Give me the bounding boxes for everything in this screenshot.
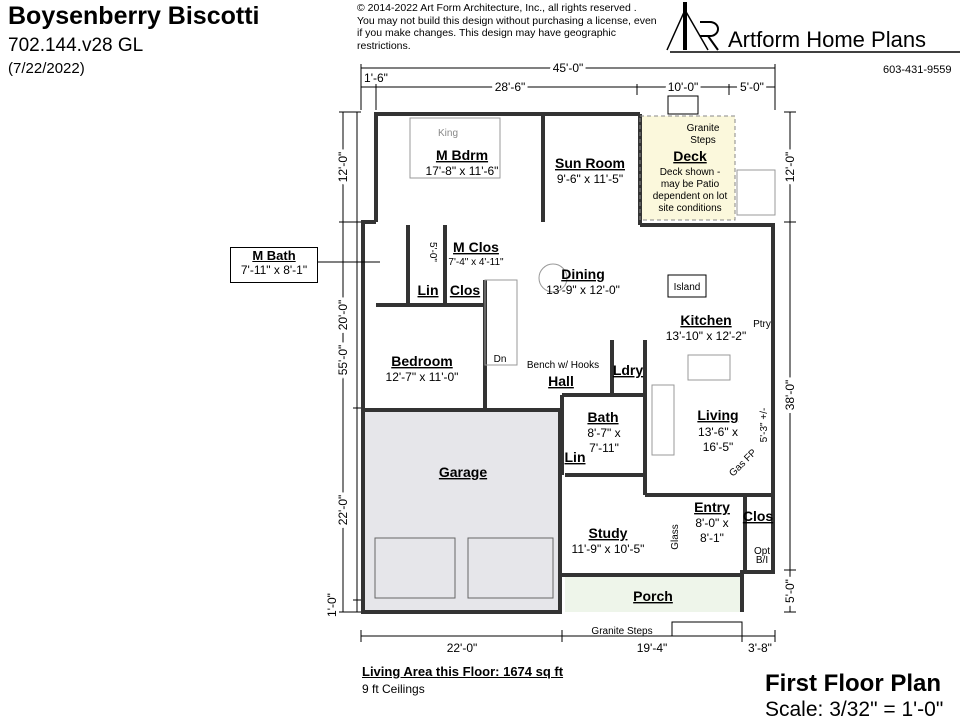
room-study-name: Study bbox=[589, 525, 628, 541]
room-bath-name: Bath bbox=[587, 409, 618, 425]
dim-right-c: 5'-0" bbox=[783, 579, 797, 603]
pantry-label: Ptry bbox=[753, 319, 771, 330]
dim-right-b: 38'-0" bbox=[783, 380, 797, 411]
room-bath-size-2: 7'-11" bbox=[589, 441, 619, 455]
room-mclos-size: 7'-4" x 4'-11" bbox=[448, 257, 504, 268]
room-entry-size-1: 8'-0" x bbox=[695, 516, 728, 530]
dim-top-b: 28'-6" bbox=[495, 80, 526, 94]
dim-bottom-a: 22'-0" bbox=[447, 641, 478, 655]
garage-area bbox=[365, 410, 560, 612]
room-mbath-size: 7'-11" x 8'-1" bbox=[240, 263, 308, 277]
stairs-down-label: Dn bbox=[494, 354, 507, 365]
room-lin-2: Lin bbox=[565, 449, 586, 465]
shower-dim: 5'-0" bbox=[427, 242, 438, 262]
room-labels: King M Bdrm 17'-8" x 11'-6" Sun Room 9'-… bbox=[386, 123, 774, 637]
room-entry-name: Entry bbox=[694, 499, 730, 515]
glass-door-label: Glass bbox=[670, 524, 681, 550]
opt-bi-1: Opt bbox=[754, 546, 770, 557]
deck-note-1: Deck shown - bbox=[660, 167, 721, 178]
porch-steps-label: Granite Steps bbox=[591, 626, 652, 637]
room-lin-1: Lin bbox=[418, 282, 439, 298]
furniture bbox=[374, 95, 776, 637]
ceiling-height: 9 ft Ceilings bbox=[362, 682, 425, 696]
dim-top-a: 1'-6" bbox=[364, 71, 388, 85]
room-ldry: Ldry bbox=[613, 362, 644, 378]
room-kitchen-size: 13'-10" x 12'-2" bbox=[666, 329, 746, 343]
model-number: 702.144.v28 GL bbox=[8, 35, 144, 56]
dim-bottom-b: 19'-4" bbox=[637, 641, 668, 655]
living-area: Living Area this Floor: 1674 sq ft bbox=[362, 664, 564, 679]
phone-number: 603-431-9559 bbox=[883, 64, 952, 76]
room-mbdrm-name: M Bdrm bbox=[436, 147, 488, 163]
plan-title: Boysenberry Biscotti bbox=[8, 2, 260, 30]
room-hall-name: Hall bbox=[548, 373, 574, 389]
room-sunroom-size: 9'-6" x 11'-5" bbox=[557, 172, 623, 186]
room-living-size-1: 13'-6" x bbox=[698, 425, 738, 439]
deck-outline bbox=[639, 115, 736, 221]
room-dining-size: 13'-9" x 12'-0" bbox=[546, 283, 620, 297]
island-label: Island bbox=[674, 282, 701, 293]
plan-scale: Scale: 3/32" = 1'-0" bbox=[765, 698, 944, 721]
walls bbox=[361, 112, 775, 614]
brand-name: Artform Home Plans bbox=[728, 27, 927, 52]
deck-steps-2: Steps bbox=[690, 135, 716, 146]
deck-note-3: dependent on lot bbox=[653, 191, 728, 202]
dim-top-c: 10'-0" bbox=[668, 80, 699, 94]
fp-dim: 5'-3" +/- bbox=[759, 408, 770, 443]
dimension-labels: 45'-0" 1'-6" 28'-6" 10'-0" 5'-0" 22'-0" … bbox=[325, 58, 800, 655]
room-clos-1: Clos bbox=[450, 282, 481, 298]
room-mclos-name: M Clos bbox=[453, 239, 499, 255]
dim-left-a: 12'-0" bbox=[336, 152, 350, 183]
room-living-name: Living bbox=[697, 407, 738, 423]
dim-right-a: 12'-0" bbox=[783, 152, 797, 183]
room-sunroom-name: Sun Room bbox=[555, 155, 625, 171]
deck-area bbox=[640, 116, 735, 220]
mbath-callout: M Bath 7'-11" x 8'-1" bbox=[230, 247, 318, 283]
dim-left-c: 22'-0" bbox=[336, 495, 350, 526]
deck-note-2: may be Patio bbox=[661, 179, 720, 190]
room-study-size: 11'-9" x 10'-5" bbox=[572, 542, 645, 556]
room-deck-name: Deck bbox=[673, 148, 707, 164]
opt-bi-2: B/I bbox=[756, 555, 768, 566]
dim-bottom-c: 3'-8" bbox=[748, 641, 772, 655]
dim-left-d: 1'-0" bbox=[325, 593, 339, 617]
room-mbdrm-size: 17'-8" x 11'-6" bbox=[426, 164, 499, 178]
dim-top-total: 45'-0" bbox=[553, 61, 584, 75]
room-living-size-2: 16'-5" bbox=[703, 440, 734, 454]
room-porch-name: Porch bbox=[633, 588, 673, 604]
room-kitchen-name: Kitchen bbox=[680, 312, 731, 328]
bed-label: King bbox=[438, 128, 458, 139]
bench-label: Bench w/ Hooks bbox=[527, 360, 599, 371]
room-bath-size-1: 8'-7" x bbox=[587, 426, 620, 440]
room-bedroom-size: 12'-7" x 11'-0" bbox=[386, 370, 459, 384]
room-garage-name: Garage bbox=[439, 464, 487, 480]
plan-date: (7/22/2022) bbox=[8, 60, 85, 77]
copyright-notice: © 2014-2022 Art Form Architecture, Inc.,… bbox=[357, 2, 657, 52]
dim-left-b: 20'-0" bbox=[336, 300, 350, 331]
dim-top-d: 5'-0" bbox=[740, 80, 764, 94]
deck-steps-1: Granite bbox=[687, 123, 720, 134]
floor-plan-title: First Floor Plan bbox=[765, 670, 942, 697]
room-bedroom-name: Bedroom bbox=[391, 353, 452, 369]
dim-left-total: 55'-0" bbox=[336, 345, 350, 376]
room-clos-2: Clos bbox=[743, 508, 774, 524]
porch-area bbox=[565, 577, 742, 612]
room-entry-size-2: 8'-1" bbox=[700, 531, 724, 545]
room-dining-name: Dining bbox=[561, 266, 605, 282]
room-mbath-name: M Bath bbox=[252, 248, 296, 263]
artform-logo bbox=[666, 2, 960, 53]
deck-note-4: site conditions bbox=[658, 203, 721, 214]
